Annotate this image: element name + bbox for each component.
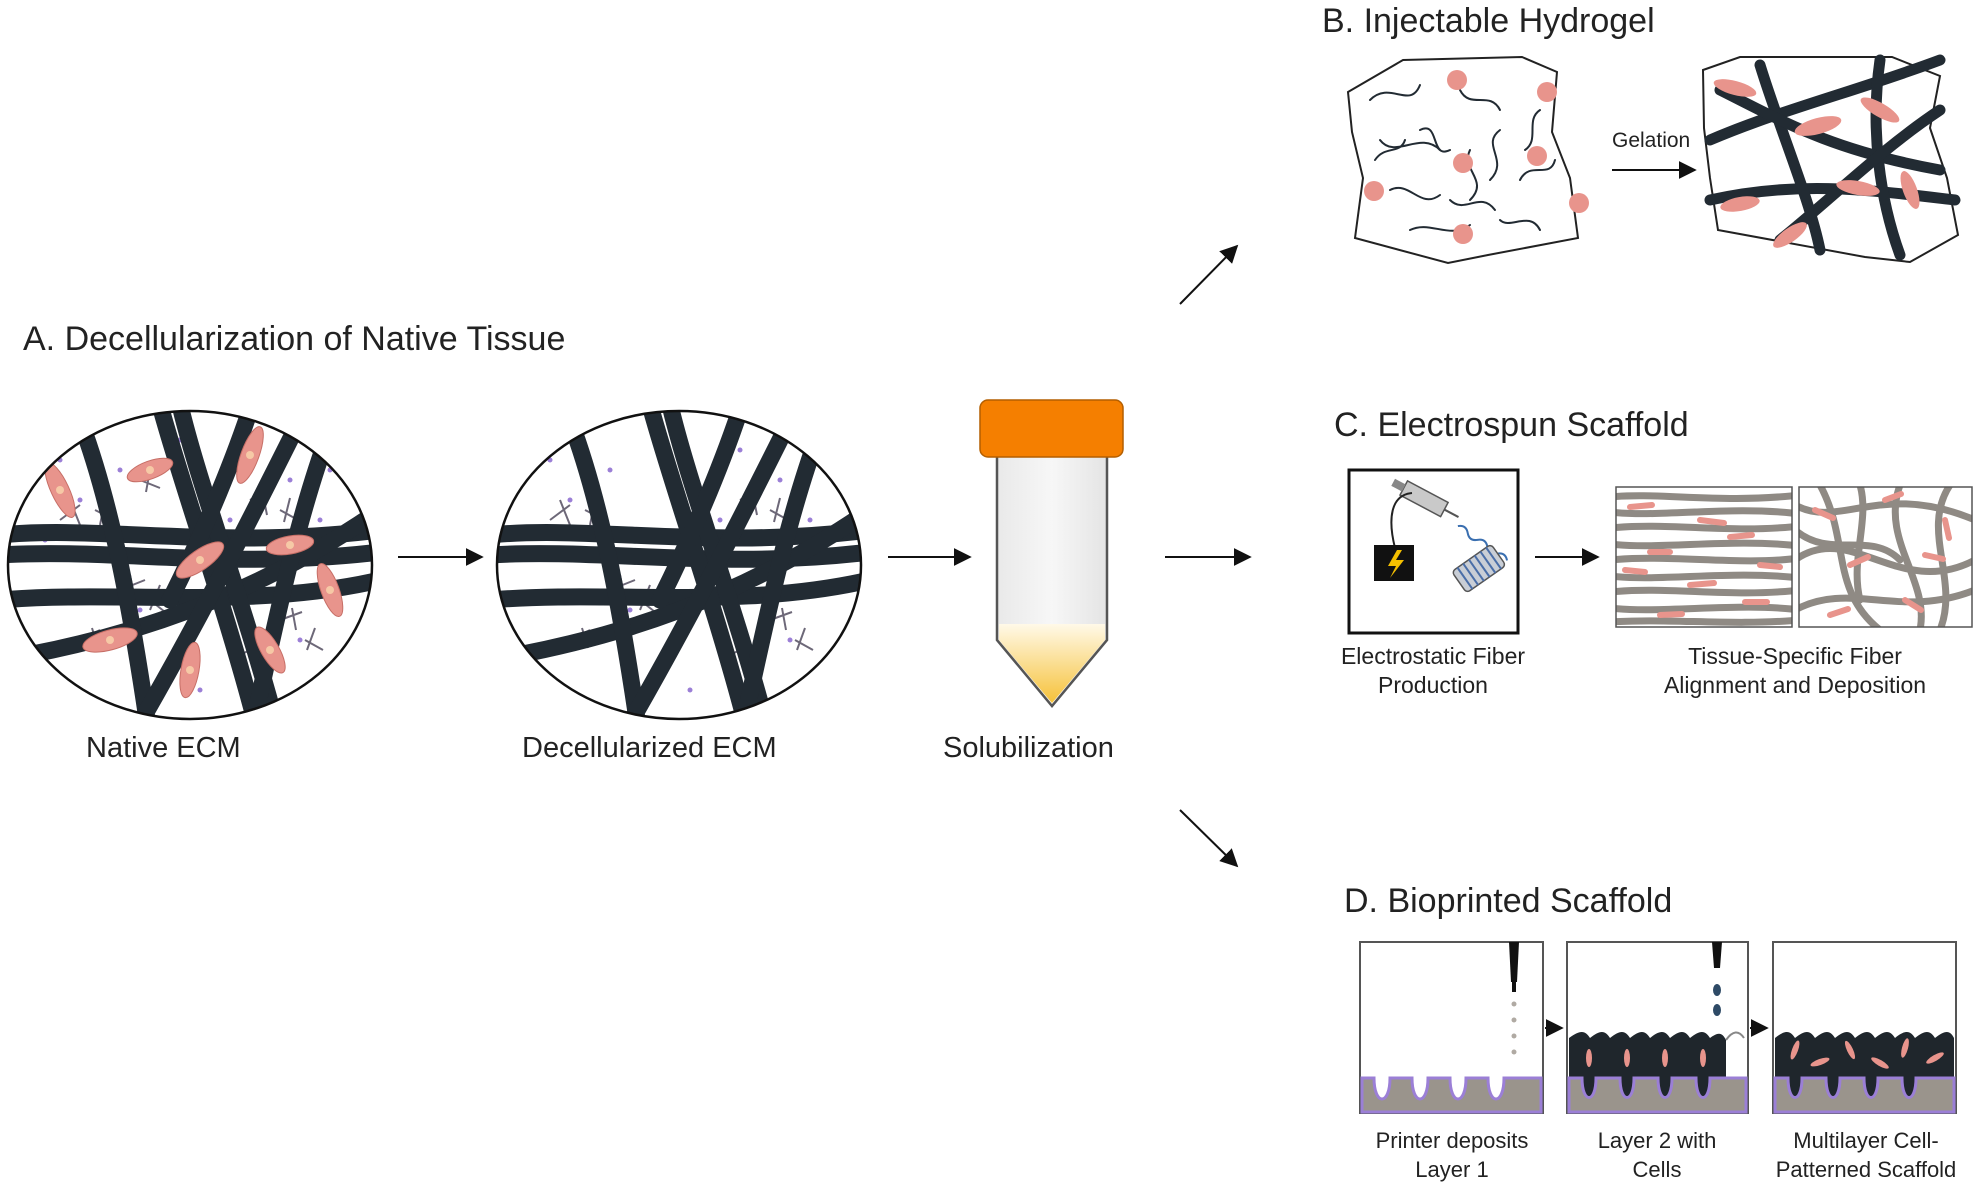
solubilization-caption: Solubilization [943, 732, 1114, 764]
cell-nuclei [56, 451, 334, 674]
aligned-fibers-illustration [1615, 486, 1793, 628]
random-fibers-illustration [1798, 486, 1973, 628]
native-ecm-caption: Native ECM [86, 732, 241, 764]
arrow-to-hydrogel [1179, 244, 1239, 305]
section-d-title: D. Bioprinted Scaffold [1344, 882, 1673, 920]
power-supply-icon [1374, 545, 1414, 581]
hydrogel-gelled-illustration [1701, 54, 1961, 264]
arrow-to-bioprinted [1179, 809, 1239, 868]
collector-drum-icon [1452, 544, 1506, 593]
step3-caption: Multilayer Cell-Patterned Scaffold [1775, 1128, 1957, 1182]
syringe-icon [1391, 478, 1459, 518]
hydrogel-pre-gel-illustration [1346, 55, 1589, 265]
electrospinning-setup-illustration [1347, 468, 1520, 635]
gelation-label: Gelation [1612, 129, 1691, 152]
conical-tube-icon [979, 399, 1124, 708]
bioprint-step1-illustration [1359, 941, 1544, 1114]
bioprint-step3-illustration [1772, 941, 1957, 1114]
section-c-title: C. Electrospun Scaffold [1334, 406, 1689, 444]
section-a-title: A. Decellularization of Native Tissue [23, 320, 566, 358]
section-b-title: B. Injectable Hydrogel [1322, 2, 1655, 40]
decellularized-ecm-caption: Decellularized ECM [522, 732, 777, 764]
native-ecm-illustration [6, 409, 374, 721]
bioprint-step2-illustration [1566, 941, 1749, 1114]
decellularized-ecm-illustration [495, 409, 863, 721]
